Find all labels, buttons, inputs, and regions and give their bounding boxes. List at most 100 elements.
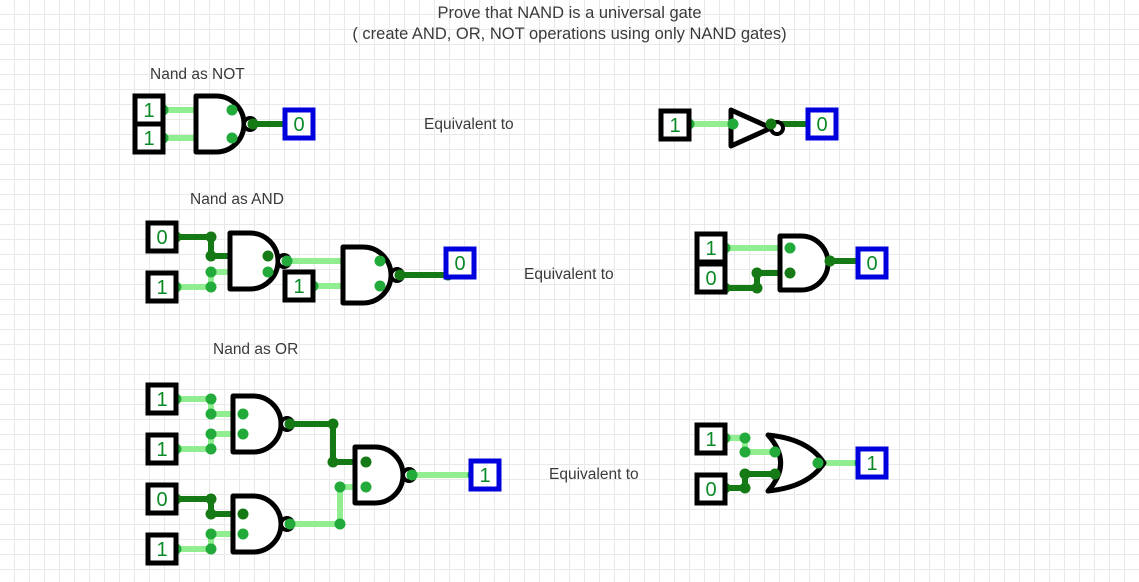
input-box-and-L1[interactable]: 1: [145, 270, 179, 304]
wire-or-high: [176, 396, 243, 417]
wire-or-high: [176, 531, 243, 552]
input-value: 1: [669, 115, 680, 137]
wire-node: [284, 518, 296, 530]
input-box-frame: [145, 270, 179, 304]
output-box-frame: [855, 446, 889, 480]
output-box-or-R0[interactable]: 1: [855, 446, 889, 480]
equivalent-to-label-and: Equivalent to: [524, 266, 614, 283]
wire-node: [374, 255, 386, 267]
output-box-not-L0[interactable]: 0: [282, 107, 316, 141]
input-value: 1: [143, 100, 154, 122]
wire-node: [327, 418, 339, 430]
wire-node: [205, 266, 217, 278]
input-box-or-L1[interactable]: 1: [145, 432, 179, 466]
wire-and-low: [725, 270, 790, 291]
input-box-not-L0[interactable]: 1: [132, 93, 166, 127]
input-box-or-L0[interactable]: 1: [145, 382, 179, 416]
input-box-frame: [694, 261, 728, 295]
output-value: 0: [866, 253, 877, 275]
output-box-not-R0[interactable]: 0: [805, 107, 839, 141]
wire-node: [769, 468, 781, 480]
input-box-not-L1[interactable]: 1: [132, 121, 166, 155]
output-box-frame: [282, 107, 316, 141]
wire-node: [205, 528, 217, 540]
or-gate-or-right[interactable]: [765, 432, 827, 494]
nand-gate-body: [230, 493, 284, 555]
wire-node: [281, 255, 293, 267]
output-box-and-L0[interactable]: 0: [443, 246, 477, 280]
wire-node: [284, 418, 296, 430]
input-box-not-R0[interactable]: 1: [658, 108, 692, 142]
wire-node: [739, 446, 751, 458]
input-value: 1: [705, 238, 716, 260]
wire-node: [237, 528, 249, 540]
input-box-or-R1[interactable]: 0: [694, 472, 728, 506]
wire-node: [739, 432, 751, 444]
wire-node: [262, 250, 274, 262]
wire-node: [205, 393, 217, 405]
input-box-or-R0[interactable]: 1: [694, 422, 728, 456]
wire-node: [334, 518, 346, 530]
input-value: 0: [156, 489, 167, 511]
input-box-frame: [132, 121, 166, 155]
input-box-and-R1[interactable]: 0: [694, 261, 728, 295]
nand-gate-body: [227, 230, 281, 292]
page-title: Prove that NAND is a universal gate ( cr…: [352, 4, 787, 43]
equivalent-to-label-not: Equivalent to: [424, 116, 514, 133]
output-box-frame: [468, 458, 502, 492]
output-value: 1: [866, 453, 877, 475]
output-value: 1: [479, 465, 490, 487]
wire-node: [237, 508, 249, 520]
wire-node: [226, 132, 238, 144]
wire-node: [784, 267, 796, 279]
wire-node: [334, 481, 346, 493]
wire-or-low: [725, 471, 775, 491]
wire-node: [205, 493, 217, 505]
junction-nodes-layer: [157, 104, 866, 555]
input-box-frame: [145, 432, 179, 466]
wire-node: [205, 231, 217, 243]
nand-gate-and-left[interactable]: [340, 244, 405, 306]
gates-layer: [193, 93, 831, 555]
wire-node: [394, 269, 406, 281]
input-box-or-L2[interactable]: 0: [145, 482, 179, 516]
input-box-frame: [145, 220, 179, 254]
input-box-frame: [132, 93, 166, 127]
wire-node: [205, 281, 217, 293]
nand-gate-or-left[interactable]: [230, 493, 295, 555]
nand-gate-not-left[interactable]: [193, 93, 258, 155]
nand-gate-or-left[interactable]: [230, 393, 295, 455]
nand-gate-or-left[interactable]: [352, 444, 417, 506]
not-gate-not-right[interactable]: [728, 107, 785, 149]
output-box-frame: [443, 246, 477, 280]
input-box-and-L2[interactable]: 1: [282, 269, 316, 303]
input-box-or-L3[interactable]: 1: [145, 532, 179, 566]
output-box-or-L0[interactable]: 1: [468, 458, 502, 492]
wire-node: [205, 408, 217, 420]
wire-node: [327, 456, 339, 468]
wire-node: [374, 280, 386, 292]
wire-node: [769, 446, 781, 458]
input-value: 0: [156, 227, 167, 249]
input-box-and-L0[interactable]: 0: [145, 220, 179, 254]
section-heading-not: Nand as NOT: [150, 66, 245, 83]
wire-node: [751, 267, 763, 279]
input-box-frame: [282, 269, 316, 303]
input-box-frame: [145, 482, 179, 516]
nand-gate-body: [340, 244, 394, 306]
input-value: 1: [705, 429, 716, 451]
input-value: 0: [705, 479, 716, 501]
wire-node: [205, 443, 217, 455]
output-box-frame: [855, 246, 889, 280]
nand-gate-body: [230, 393, 284, 455]
input-box-and-R0[interactable]: 1: [694, 231, 728, 265]
nand-gate-and-left[interactable]: [227, 230, 292, 292]
wire-or-high: [725, 435, 775, 455]
not-gate-body: [728, 107, 774, 149]
wire-node: [727, 118, 739, 130]
input-value: 1: [293, 276, 304, 298]
output-box-and-R0[interactable]: 0: [855, 246, 889, 280]
